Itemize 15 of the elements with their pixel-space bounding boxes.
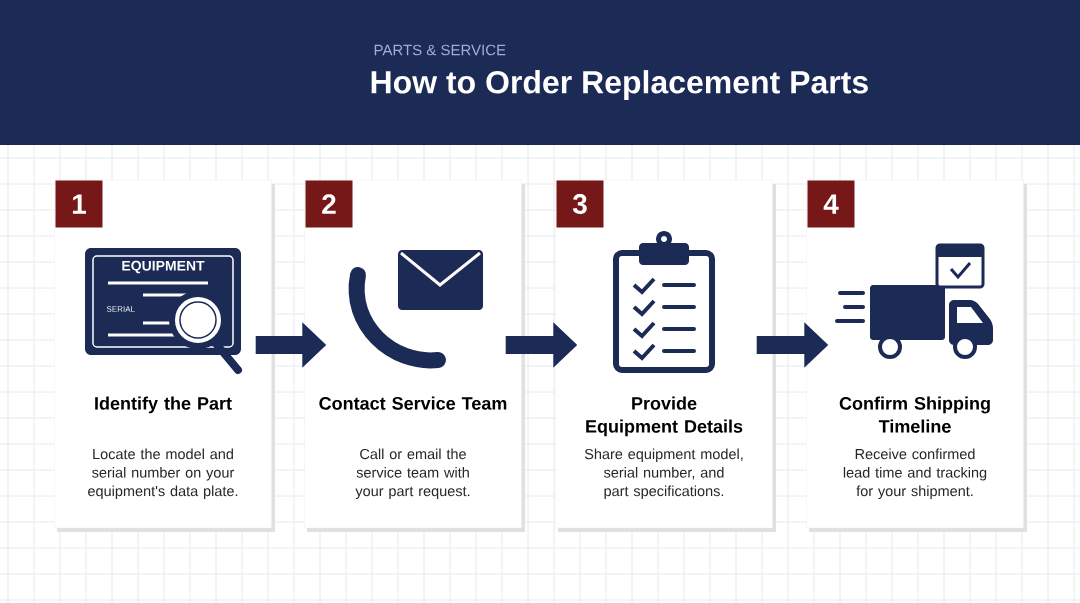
- title: How to Order Replacement Parts: [371, 70, 868, 100]
- number-badge: 2: [305, 180, 353, 228]
- equipment-plate-drawing: EQUIPMENT SERIAL: [85, 248, 242, 374]
- step-heading: Contact Service Team: [319, 396, 507, 410]
- step-heading: Provide Equipment Details: [586, 396, 743, 437]
- number-badge: 3: [556, 180, 604, 228]
- step-description: Share equipment model, serial number, and part specifications.: [584, 448, 743, 500]
- number-badge: 4: [807, 180, 855, 228]
- step-description: Locate the model and serial number on your equipment's data plate.: [88, 448, 238, 500]
- step-heading: Identify the Part: [95, 396, 232, 414]
- step-description: Call or email the service team with your part request.: [355, 448, 470, 500]
- step-description: Receive confirmed lead time and tracking for your shipment.: [843, 448, 987, 500]
- subtitle: PARTS & SERVICE: [374, 44, 506, 56]
- number-badge: 1: [55, 180, 103, 228]
- step-heading: Confirm Shipping Timeline: [839, 396, 990, 433]
